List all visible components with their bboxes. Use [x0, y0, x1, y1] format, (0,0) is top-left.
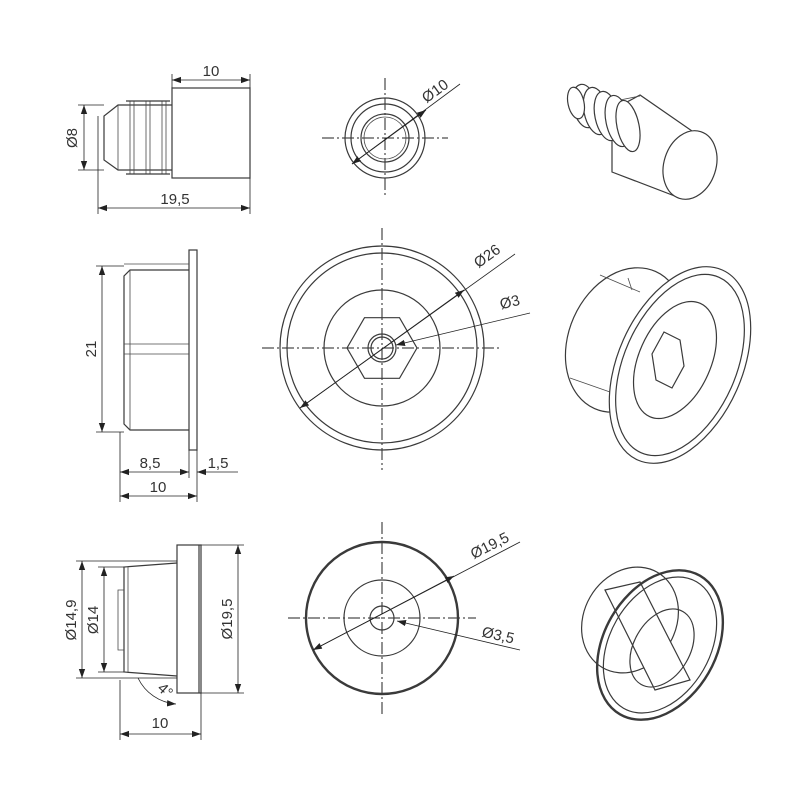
plug-body: [123, 562, 178, 677]
cap-total-depth-label: 10: [150, 479, 167, 496]
pin-diameter-label: Ø8: [64, 128, 81, 148]
pin-iso-thread: [566, 83, 641, 153]
cap-body: [123, 269, 189, 431]
pin-head-body: [171, 87, 251, 179]
cap-flange: [188, 249, 198, 451]
cap-body-depth-label: 8,5: [140, 455, 161, 472]
pin-shank-outline: [103, 104, 172, 171]
cap-hex-socket: [346, 317, 418, 379]
cap-flange-thickness-label: 1,5: [208, 455, 229, 472]
plug-major-diameter-label: Ø14,9: [63, 600, 80, 641]
plug-total-depth-label: 10: [152, 715, 169, 732]
plug-minor-diameter-label: Ø14: [85, 606, 102, 634]
cap-outer-diameter-label: Ø26: [471, 241, 504, 271]
plug-isometric-view: [580, 566, 725, 721]
plug-end-view: Ø19,5 Ø3,5: [288, 522, 521, 714]
cap-height-label: 21: [83, 341, 100, 358]
plug-flange-diameter-label: Ø19,5: [219, 599, 236, 640]
pin-width-label: 10: [203, 63, 220, 80]
pin-front-view: 10 Ø8 19,5: [64, 63, 251, 214]
pin-ribs: [117, 100, 170, 175]
plug-front-view: Ø14,9 Ø14 Ø19,5 4° 10: [63, 544, 244, 740]
pin-end-view: Ø10: [322, 76, 461, 198]
cap-isometric-view: [564, 266, 752, 464]
cap-hex-diameter-label: Ø3: [498, 292, 522, 313]
cap-end-view: Ø26 Ø3: [262, 228, 531, 470]
plug-flange: [176, 544, 202, 694]
pin-isometric-view: [566, 83, 718, 200]
plug-end-hole-diameter-label: Ø3,5: [480, 624, 516, 648]
cap-front-view: 21 8,5 1,5 10: [83, 249, 238, 502]
cap-iso-hex: [651, 331, 685, 389]
pin-length-label: 19,5: [160, 191, 189, 208]
